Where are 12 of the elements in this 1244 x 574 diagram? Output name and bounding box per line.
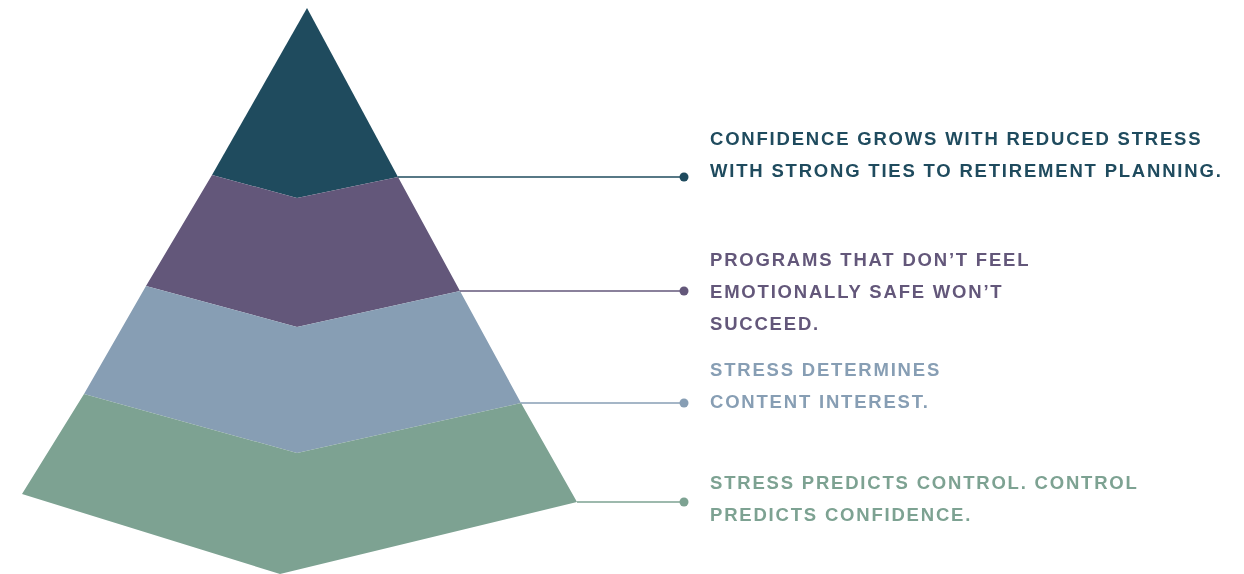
statement-text: STRESS DETERMINES CONTENT INTEREST.	[710, 359, 942, 412]
leader-line	[459, 286, 689, 296]
leader-line	[397, 172, 689, 182]
statement-text: PROGRAMS THAT DON’T FEEL EMOTIONALLY SAFE WON’T SUCCEED.	[710, 249, 1030, 334]
pyramid-band	[22, 394, 577, 574]
leader-line	[576, 497, 689, 507]
statement-text: STRESS PREDICTS CONTROL. CONTROL PREDICTS CONFIDENCE.	[710, 472, 1139, 525]
leader-line	[520, 398, 689, 408]
statement-text: CONFIDENCE GROWS WITH REDUCED STRESS WITH STRONG TIES TO RETIREMENT PLANNING.	[710, 128, 1223, 181]
pyramid-top-triangle	[212, 8, 398, 198]
pyramid-band	[146, 175, 460, 327]
pyramid-band	[84, 286, 521, 453]
